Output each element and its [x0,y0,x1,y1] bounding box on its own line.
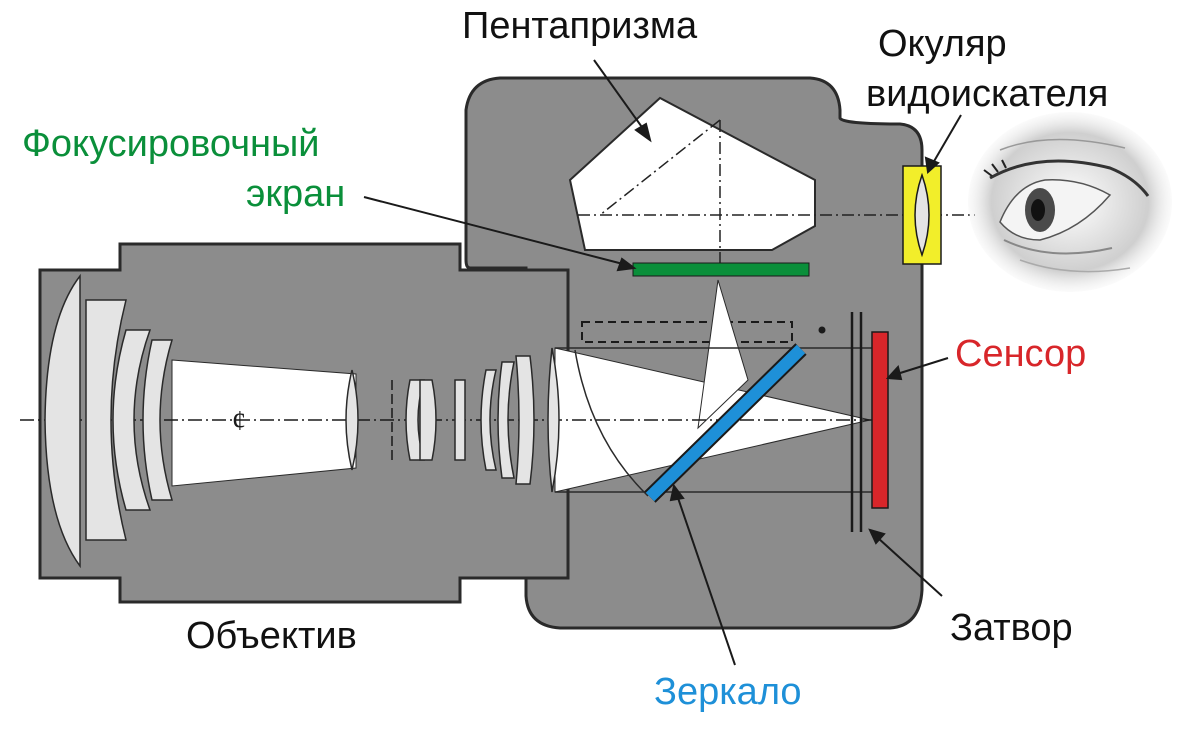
focusing-screen [632,262,810,277]
mirror-pivot-dot [818,326,826,334]
lens-element-9 [480,369,497,471]
leader-lines [363,59,962,666]
light-cone-lens-internal [171,359,357,487]
label-lens: Объектив [186,615,357,657]
lens-element-7 [419,379,437,461]
label-eyepiece-line1: Окуляр [878,23,1007,65]
lens-element-11 [515,355,535,485]
lens-element-2 [85,299,127,541]
light-cone-to-screen [697,279,749,430]
lens-element-front [44,273,81,569]
lens-elements [44,273,560,569]
label-pentaprism: Пентапризма [462,5,698,47]
shutter [850,312,863,532]
optical-axis-mark: ¢ [232,406,246,437]
lens-element-4 [142,339,174,501]
lens-element-3 [112,329,152,511]
label-focusing-screen-line1: Фокусировочный [22,123,320,165]
label-mirror: Зеркало [654,671,802,713]
label-sensor: Сенсор [955,333,1086,375]
pentaprism [568,96,816,251]
lens-element-5 [345,369,359,471]
reflex-mirror-fill [645,344,806,502]
image-sensor [871,331,889,509]
label-eyepiece-line2: видоискателя [866,73,1108,115]
label-focusing-screen-line2: экран [246,173,345,215]
eye-illustration [968,112,1172,292]
lens-element-8 [454,379,466,461]
mirror-raised-outline [581,321,793,343]
eyepiece-lens [914,172,930,258]
lens-element-10 [497,361,515,479]
lens-element-rear [547,347,560,493]
label-shutter: Затвор [950,607,1073,649]
light-ray-lines [555,347,880,497]
